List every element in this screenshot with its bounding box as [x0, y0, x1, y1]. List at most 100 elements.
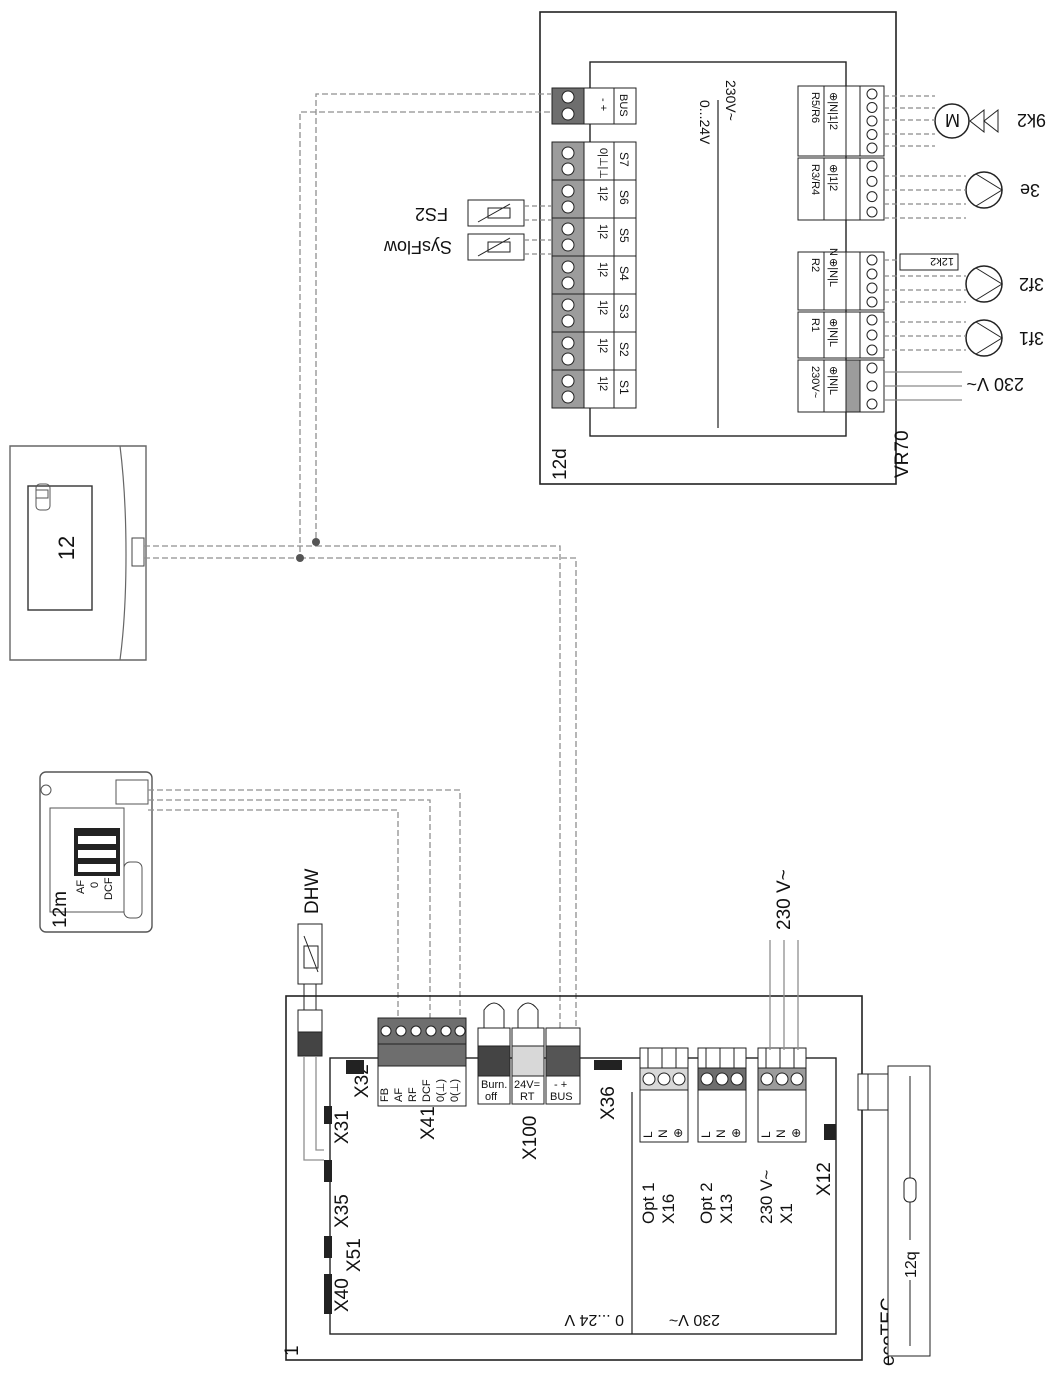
power-pin-label: L — [699, 1131, 713, 1138]
vr70-bus-pins: - + — [597, 98, 609, 111]
sensor-terminal-s7[interactable]: 0|⊥|⊥ S7 — [551, 141, 637, 181]
vr70-voltage-low: 0...24V — [697, 100, 713, 145]
boiler-id-label: 1 — [282, 1345, 303, 1356]
vr70-relay-terminal-strip: R5/R6 ⊕|N|1|2R3/R4⊕|1|2R2 ⊕|N|L R1 ⊕|N|L 230V… — [797, 85, 885, 413]
terminal-bus[interactable]: - + BUS — [545, 1027, 581, 1105]
sensor-pin-label: 1|2 — [597, 338, 609, 353]
accessory-12q: 12q — [857, 1065, 931, 1357]
relay-terminal-label: R1 — [809, 318, 821, 332]
sensor-terminal-label: S7 — [617, 152, 631, 167]
vr70-bus-terminal[interactable]: - + BUS — [551, 87, 637, 125]
sensor-pin-label: 1|2 — [597, 300, 609, 315]
valve-9k2-label: 9k2 — [1017, 110, 1046, 130]
relay-n-label: N — [827, 248, 839, 256]
vr70-bus-label: BUS — [617, 94, 629, 117]
relay-terminal-label: R2 — [809, 258, 821, 272]
power-terminal-label: X16 — [659, 1194, 678, 1224]
relay-pin-label: ⊕|N|1|2 — [827, 92, 839, 130]
sensor-terminal-label: S1 — [617, 380, 631, 395]
sysflow-sensor: SysFlow — [383, 233, 525, 261]
sensor-pin-label: 1|2 — [597, 224, 609, 239]
relay-terminal-label: 230V~ — [809, 366, 821, 398]
power-terminal-label: 230 V~ — [757, 1170, 776, 1224]
controller-display — [27, 485, 93, 611]
controller-bus-port[interactable] — [131, 537, 145, 567]
pcb-connector-strips — [324, 1060, 836, 1314]
terminal-burn-off[interactable]: Burn. off — [477, 1002, 511, 1105]
sensor-pin-label: 1|2 — [597, 186, 609, 201]
boiler-ecotec: 1 ecoTEC 0 ...24 V 230 V~ X31 X32 X35 X5… — [282, 869, 931, 1366]
controller-id-label: 12 — [54, 536, 79, 560]
connector-x100: X100 — [520, 1116, 541, 1160]
relay-terminal-r2[interactable]: R2 ⊕|N|L — [797, 251, 885, 311]
power-terminal-label: X13 — [717, 1194, 736, 1224]
power-pin-label: ⊕ — [789, 1128, 803, 1138]
sensor-terminal-label: S2 — [617, 342, 631, 357]
motor-icon — [934, 103, 970, 139]
power-pin-label: N — [656, 1129, 670, 1138]
terminal-rt[interactable]: 24V= RT — [511, 1002, 545, 1105]
relay-terminal-r5r6[interactable]: R5/R6 ⊕|N|1|2 — [797, 85, 885, 157]
sensor-terminal-s2[interactable]: 1|2 S2 — [551, 331, 637, 371]
sensor-pin-label: 1|2 — [597, 262, 609, 277]
remote-label-af: AF — [75, 880, 87, 894]
boiler-supply-label: 230 V~ — [774, 869, 795, 930]
pump-3f2: 3f2 — [965, 265, 1044, 303]
system-controller[interactable]: 12 — [9, 445, 147, 661]
pump-icon — [965, 265, 1003, 303]
relay-terminal-label: R5/R6 — [809, 92, 821, 123]
x41-pin-label: 0(⊥) — [435, 1079, 447, 1102]
mains-wiring — [769, 940, 799, 1050]
dhw-sensor: DHW — [297, 869, 323, 1057]
connector-x31: X31 — [332, 1110, 353, 1144]
relay-terminal-230v[interactable]: 230V~⊕|N|L — [797, 359, 885, 413]
x41-pin-label: DCF — [421, 1079, 433, 1102]
pump-3e: 3e — [965, 171, 1040, 209]
sensor-terminal-s4[interactable]: 1|2 S4 — [551, 255, 637, 295]
relay-terminal-label: R3/R4 — [809, 164, 821, 195]
relay-terminal-r1[interactable]: R1 ⊕|N|L — [797, 311, 885, 359]
accessory-12q-label: 12q — [903, 1251, 920, 1278]
relay-pin-label: ⊕|N|L — [827, 258, 839, 287]
boiler-voltage-high: 230 V~ — [669, 1311, 720, 1328]
sensor-pin-label: 0|⊥|⊥ — [597, 148, 609, 179]
sensor-terminal-label: S4 — [617, 266, 631, 281]
power-terminal-label: Opt 2 — [697, 1182, 716, 1224]
vr70-supply-label: 230 V~ — [966, 374, 1024, 394]
relay-pin-label: ⊕|N|L — [827, 318, 839, 347]
burn-off-label-2: off — [485, 1091, 498, 1103]
bus-junction — [296, 554, 304, 562]
pump-3f2-label: 3f2 — [1019, 274, 1044, 294]
x41-pin-label: AF — [393, 1088, 405, 1102]
valve-icon — [969, 108, 999, 134]
boiler-outer-frame — [285, 995, 863, 1361]
vr70-id-label: 12d — [550, 448, 571, 480]
motor-label: M — [945, 110, 960, 130]
remote-label-0: 0 — [89, 882, 101, 888]
connector-x51: X51 — [344, 1238, 365, 1272]
connector-x41: X41 — [418, 1106, 439, 1140]
connector-x36: X36 — [598, 1086, 619, 1120]
thermostat-12k2-label: 12k2 — [930, 255, 954, 267]
connector-x35: X35 — [332, 1194, 353, 1228]
rt-label-1: 24V= — [514, 1079, 540, 1091]
output-wires — [884, 95, 966, 351]
sysflow-label: SysFlow — [383, 237, 452, 257]
bus-label: BUS — [550, 1091, 573, 1103]
remote-label-dcf: DCF — [103, 877, 115, 900]
power-terminal-label: X1 — [777, 1203, 796, 1224]
remote-id-label: 12m — [50, 891, 71, 928]
fs2-label: FS2 — [415, 204, 448, 224]
relay-terminal-r3r4[interactable]: R3/R4⊕|1|2 — [797, 157, 885, 221]
pump-3e-label: 3e — [1020, 180, 1040, 200]
